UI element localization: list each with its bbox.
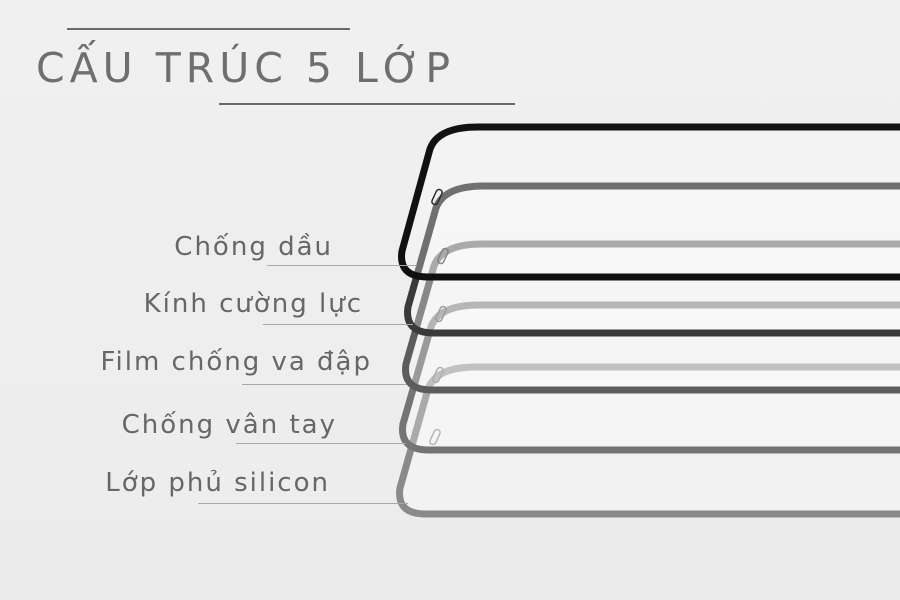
layer-glass-2 — [407, 186, 900, 333]
title-rule-bottom — [219, 103, 515, 105]
layer-slot-2 — [437, 247, 449, 265]
layer-slot-5 — [429, 428, 441, 446]
title-rule-top — [67, 28, 350, 30]
layer-slot-4 — [432, 366, 444, 384]
layer-leader-2 — [263, 324, 413, 325]
layer-slot-3 — [435, 305, 447, 323]
layer-slot-1 — [431, 188, 443, 206]
layer-label-2: Kính cường lực — [143, 289, 363, 319]
layer-leader-5 — [198, 503, 408, 504]
layer-glass-1 — [401, 127, 900, 277]
layer-glass-4 — [402, 305, 900, 450]
layer-frame-2 — [404, 182, 900, 337]
layer-frame-3 — [402, 240, 900, 394]
layer-label-3: Film chống va đập — [100, 347, 372, 377]
layer-leader-4 — [236, 443, 406, 444]
layer-glass-5 — [399, 367, 900, 514]
layer-label-1: Chống dầu — [174, 232, 333, 262]
layer-leader-1 — [267, 265, 417, 266]
layer-label-5: Lớp phủ silicon — [105, 468, 330, 498]
layer-leader-3 — [242, 384, 407, 385]
page-title: CẤU TRÚC 5 LỚP — [36, 44, 456, 92]
layer-label-4: Chống vân tay — [121, 410, 337, 440]
layer-frame-1 — [398, 123, 900, 281]
layer-frame-4 — [399, 301, 900, 454]
layer-frame-5 — [396, 363, 900, 518]
